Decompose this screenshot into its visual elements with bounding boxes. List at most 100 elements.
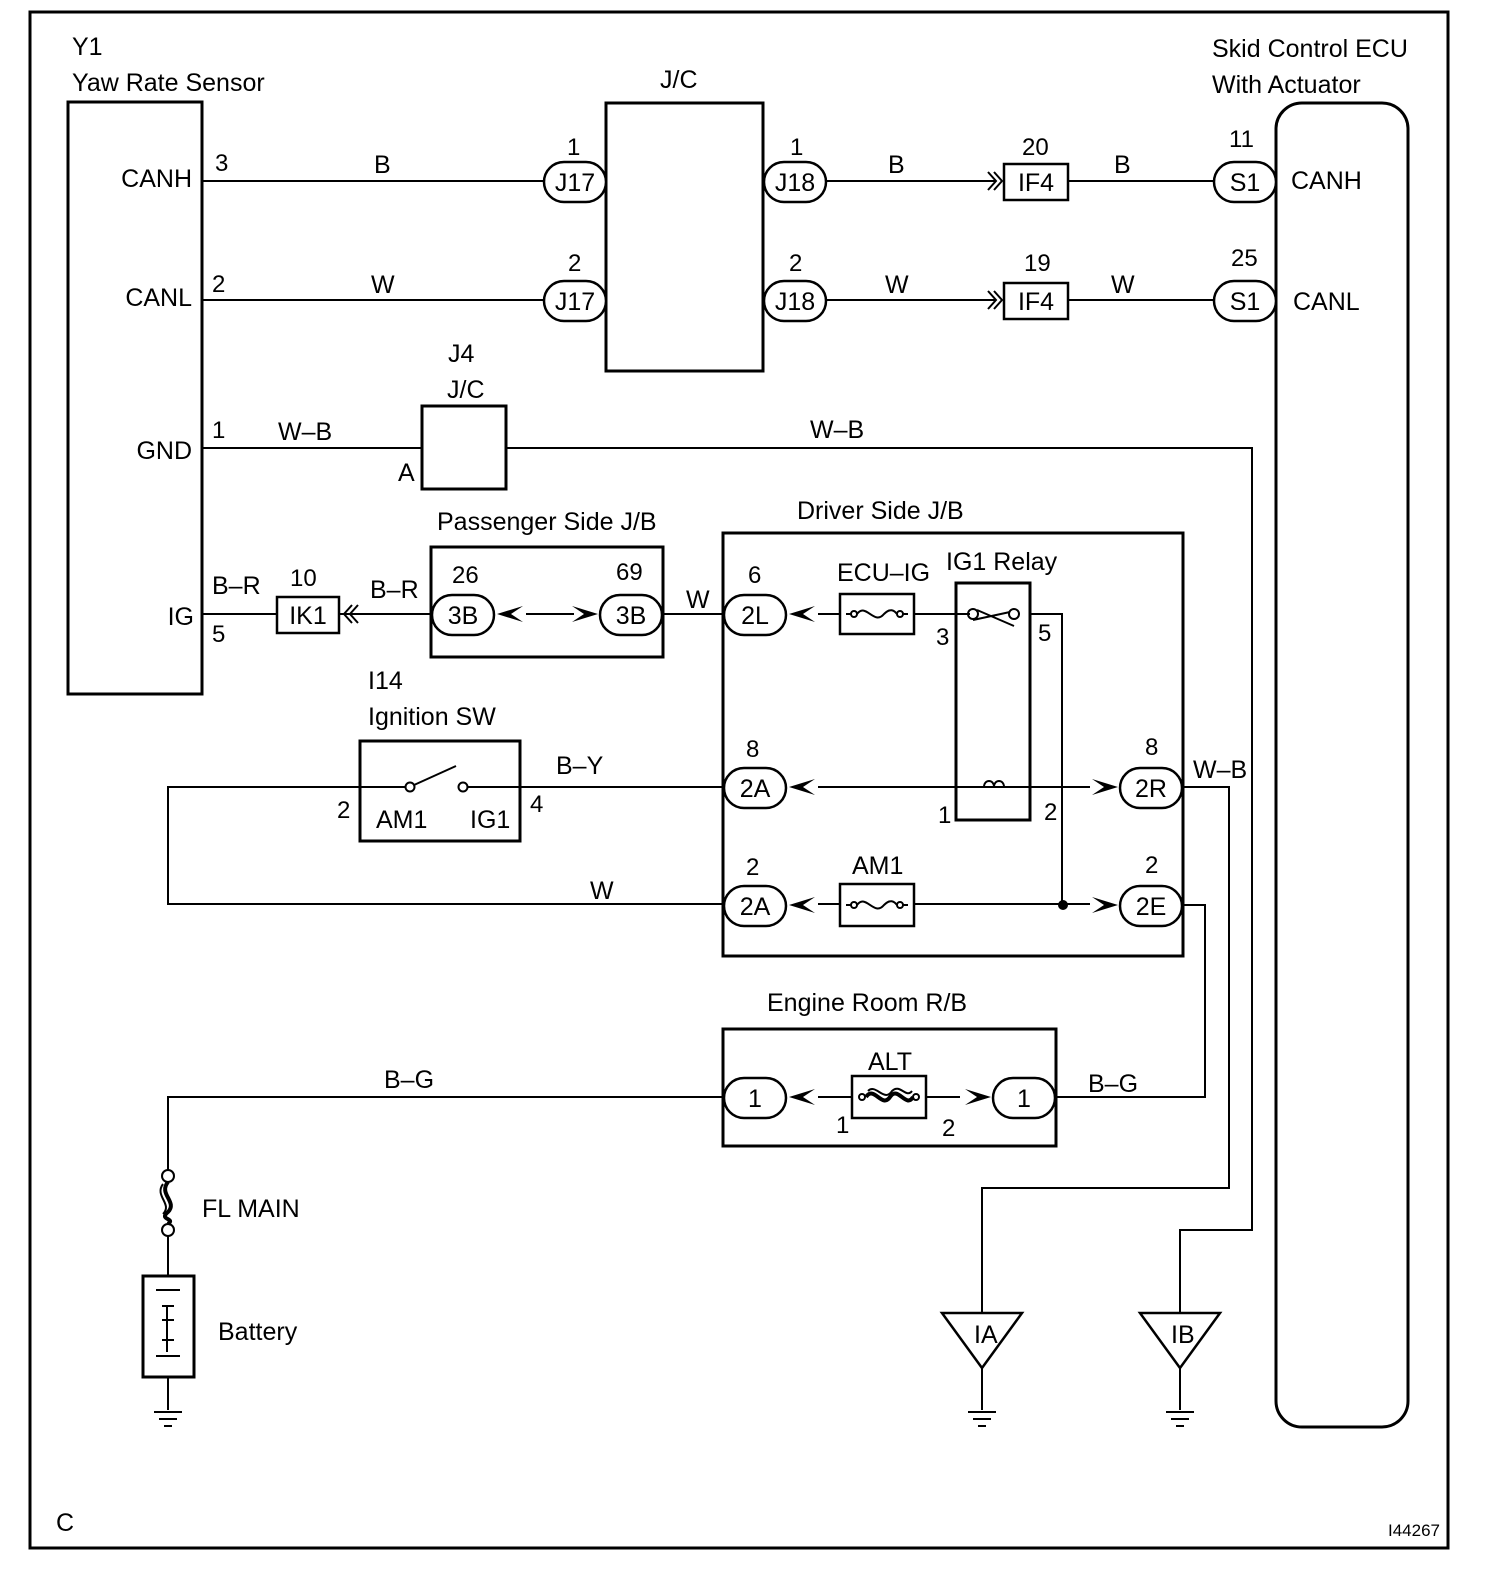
fl-main-label: FL MAIN xyxy=(202,1195,300,1223)
battery-body xyxy=(141,1274,196,1379)
y1-canl-pin: 2 xyxy=(212,271,225,298)
j17-canl-connector xyxy=(542,279,608,323)
ignition-sw-body xyxy=(358,739,522,843)
splice-point xyxy=(1058,900,1068,910)
if4-canl-connector xyxy=(1002,281,1070,321)
relay-pin-5: 5 xyxy=(1038,620,1051,647)
yaw-sensor-code: Y1 xyxy=(72,33,103,61)
driver-jb-output-wires: W–B xyxy=(981,756,1247,1318)
ignition-sw-name: Ignition SW xyxy=(368,703,496,731)
d2l-connector xyxy=(722,593,788,637)
ecu-pin-canl-label: CANL xyxy=(1293,288,1360,316)
j17-canh-label: J17 xyxy=(555,169,595,197)
am1-fuse xyxy=(838,882,916,928)
s1-canh-label: S1 xyxy=(1230,169,1261,197)
ignition-sw-ig1: IG1 xyxy=(470,806,510,834)
y1-ig-pin: 5 xyxy=(212,621,225,648)
ig-wire-color-mid: B–R xyxy=(370,576,419,604)
s1-canh-connector xyxy=(1212,160,1278,204)
ecu-ig-fuse xyxy=(838,592,916,636)
skid-control-ecu: Skid Control ECU With Actuator CANH CANL xyxy=(1212,35,1410,1429)
j4-body xyxy=(420,404,508,491)
j4-pin-a: A xyxy=(398,459,415,487)
if4-canh-connector xyxy=(1002,162,1070,202)
junction-connector-j17-j18: J/C xyxy=(604,66,765,373)
yaw-pin-canl-label: CANL xyxy=(125,284,192,312)
j4-code: J4 xyxy=(448,340,475,368)
p3b-left-connector xyxy=(430,593,496,637)
engine-rb-label: Engine Room R/B xyxy=(767,989,967,1017)
bg-wire-color-right: B–G xyxy=(1088,1070,1138,1098)
eng-right-label: 1 xyxy=(1017,1085,1031,1113)
driver-side-jb: Driver Side J/B 2L 6 ECU–IG IG1 Relay 3 … xyxy=(721,497,1185,958)
canh-wire-color-left: B xyxy=(374,151,391,179)
ecu-ig-fuse-label: ECU–IG xyxy=(837,559,930,587)
ib-connector xyxy=(1137,1311,1223,1371)
if4-canl-arrow xyxy=(987,290,1004,310)
battery-circuit: B–G FL MAIN Battery xyxy=(141,1066,724,1427)
figure-id: I44267 xyxy=(1388,1521,1440,1540)
eng-left-label: 1 xyxy=(748,1085,762,1113)
diagram-frame xyxy=(28,10,1450,1550)
yaw-pin-ig-label: IG xyxy=(168,603,194,631)
passenger-side-jb: Passenger Side J/B 3B 26 3B 69 xyxy=(429,508,665,659)
bg-wire-color-left: B–G xyxy=(384,1066,434,1094)
gnd-wire-color-right: W–B xyxy=(810,416,864,444)
driver-jb-body xyxy=(721,531,1185,958)
if4-canh-label: IF4 xyxy=(1018,169,1054,197)
eng-right-connector xyxy=(991,1076,1057,1120)
ignition-sw-code: I14 xyxy=(368,667,403,695)
relay-pin-2: 2 xyxy=(1044,799,1057,826)
fl-main-fusible-link xyxy=(162,1180,173,1226)
canl-circuit: 2 W J17 2 J18 2 W IF4 19 W S1 25 xyxy=(202,245,1278,323)
ib-label: IB xyxy=(1171,1321,1195,1349)
ign-pin-am1: 2 xyxy=(337,797,350,824)
s1-canh-pin: 11 xyxy=(1229,126,1254,153)
j18-canh-connector xyxy=(762,160,828,204)
ign-to-2a-wire-color: B–Y xyxy=(556,752,604,780)
d2a-top-pin: 8 xyxy=(746,736,759,763)
canh-wire-color-right: B xyxy=(1114,151,1131,179)
j18-canl-label: J18 xyxy=(775,288,815,316)
canl-wire-color-mid: W xyxy=(885,271,909,299)
alt-pin-2: 2 xyxy=(942,1115,955,1142)
d2l-label: 2L xyxy=(741,602,769,630)
j17-canl-label: J17 xyxy=(555,288,595,316)
j4-label: J/C xyxy=(447,376,485,404)
ecu-name-line2: With Actuator xyxy=(1212,71,1361,99)
d2a-bottom-connector xyxy=(722,884,788,928)
d2r-label: 2R xyxy=(1135,775,1167,803)
canl-wire-color-left: W xyxy=(371,271,395,299)
battery-cells xyxy=(156,1289,180,1352)
relay-pin-1: 1 xyxy=(938,802,951,829)
ig1-relay-body xyxy=(954,581,1032,822)
j18-canh-pin: 1 xyxy=(790,134,803,161)
ignition-sw-am1: AM1 xyxy=(376,806,427,834)
ia-connector xyxy=(939,1311,1025,1371)
p3b-right-pin: 69 xyxy=(616,559,643,586)
ecu-pin-canh-label: CANH xyxy=(1291,167,1362,195)
gnd-wire-color-left: W–B xyxy=(278,418,332,446)
alt-fuse-label: ALT xyxy=(868,1048,912,1076)
d2a-bottom-label: 2A xyxy=(740,893,771,921)
j17-canh-pin: 1 xyxy=(567,134,580,161)
p3b-right-connector xyxy=(598,593,664,637)
am1-feed-wire-color: W xyxy=(590,877,614,905)
p3b-right-label: 3B xyxy=(616,602,647,630)
ik1-label: IK1 xyxy=(289,602,327,630)
j18-canl-pin: 2 xyxy=(789,250,802,277)
canh-wire-color-mid: B xyxy=(888,151,905,179)
ignition-switch: I14 Ignition SW AM1 IG1 2 4 B–Y W xyxy=(167,667,724,905)
ig-wire-color-left: B–R xyxy=(212,572,261,600)
ground-circuit: 1 W–B J4 J/C A W–B xyxy=(202,340,1253,1318)
p3b-left-label: 3B xyxy=(448,602,479,630)
y1-gnd-pin: 1 xyxy=(212,417,225,444)
ig1-relay-label: IG1 Relay xyxy=(946,548,1058,576)
ig-circuit: B–R 5 10 IK1 B–R W xyxy=(202,565,724,648)
yaw-sensor-name: Yaw Rate Sensor xyxy=(72,69,265,97)
d2r-wire-color: W–B xyxy=(1193,756,1247,784)
jc-main-body xyxy=(604,101,765,373)
d2r-pin: 8 xyxy=(1145,734,1158,761)
d2e-pin: 2 xyxy=(1145,852,1158,879)
